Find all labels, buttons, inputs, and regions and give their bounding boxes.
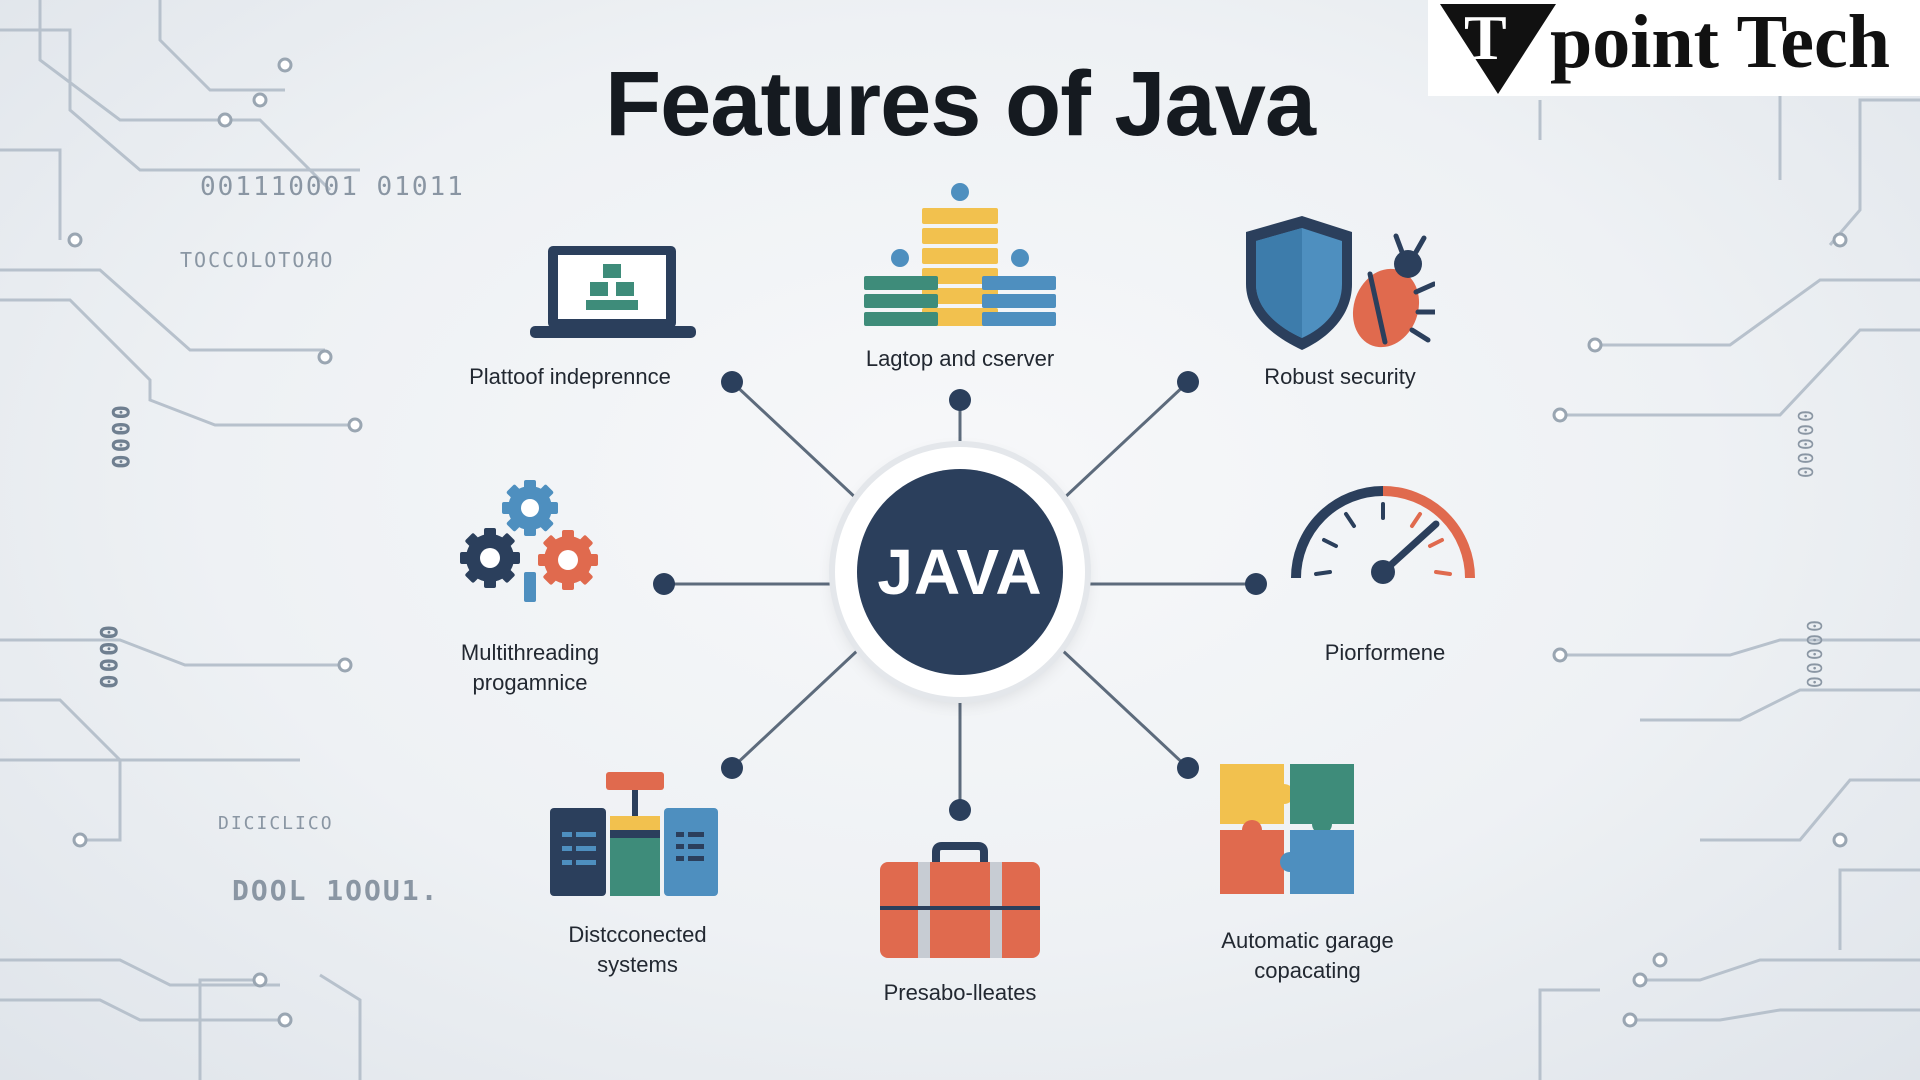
java-hub: JAVA [835,447,1085,697]
feature-label-presab: Presabo-lleates [883,980,1037,1005]
feature-label-performance: Pioгformene [1324,640,1446,665]
java-hub-core: JAVA [857,469,1063,675]
laptop-icon [530,246,696,338]
binary-text: 0000 [94,625,122,691]
feature-label-line: Multithreading [460,640,600,665]
binary-text: 001110001 01011 [200,172,465,202]
feature-label-line: progamnice [472,670,588,695]
feature-label-line: systems [597,952,678,977]
feature-label-distributed: Distcconected systems [500,920,775,980]
distributed-systems-icon [550,772,718,896]
binary-text: TOCCOLOTOЯO [180,248,335,272]
logo-text: point Tech [1550,0,1891,84]
feature-label-security: Robust security [1264,364,1416,389]
shield-bug-icon [1246,216,1435,350]
binary-text: DICICLICO [218,813,334,834]
logo-triangle-icon [1440,4,1556,94]
feature-label-laptop-server: Lagtop and cserver [865,346,1055,371]
feature-label-garbage: Automatic garage copacating [1170,926,1445,986]
brand-logo: T point Tech [1428,0,1920,96]
binary-text: 00000 [1802,620,1826,691]
page-title: Features of Java [604,53,1316,155]
feature-label-line: Distcconected [568,922,707,947]
gears-icon [460,480,598,602]
speedometer-icon [1291,486,1475,584]
feature-label-platform: Plattoof indeprennce [469,364,671,389]
server-stack-icon [864,183,1056,326]
puzzle-icon [1220,764,1354,894]
java-hub-label: JAVA [877,536,1043,608]
briefcase-icon [880,842,1040,958]
logo-letter: T [1464,2,1507,73]
feature-label-line: copacating [1254,958,1361,983]
binary-text: 00000 [1793,410,1817,481]
binary-text: DOOL 1OOU1. [232,874,440,907]
feature-label-multithreading: Multithreading progamnice [400,638,660,698]
feature-label-line: Automatic garage [1221,928,1394,953]
binary-text: 0000 [106,405,134,471]
